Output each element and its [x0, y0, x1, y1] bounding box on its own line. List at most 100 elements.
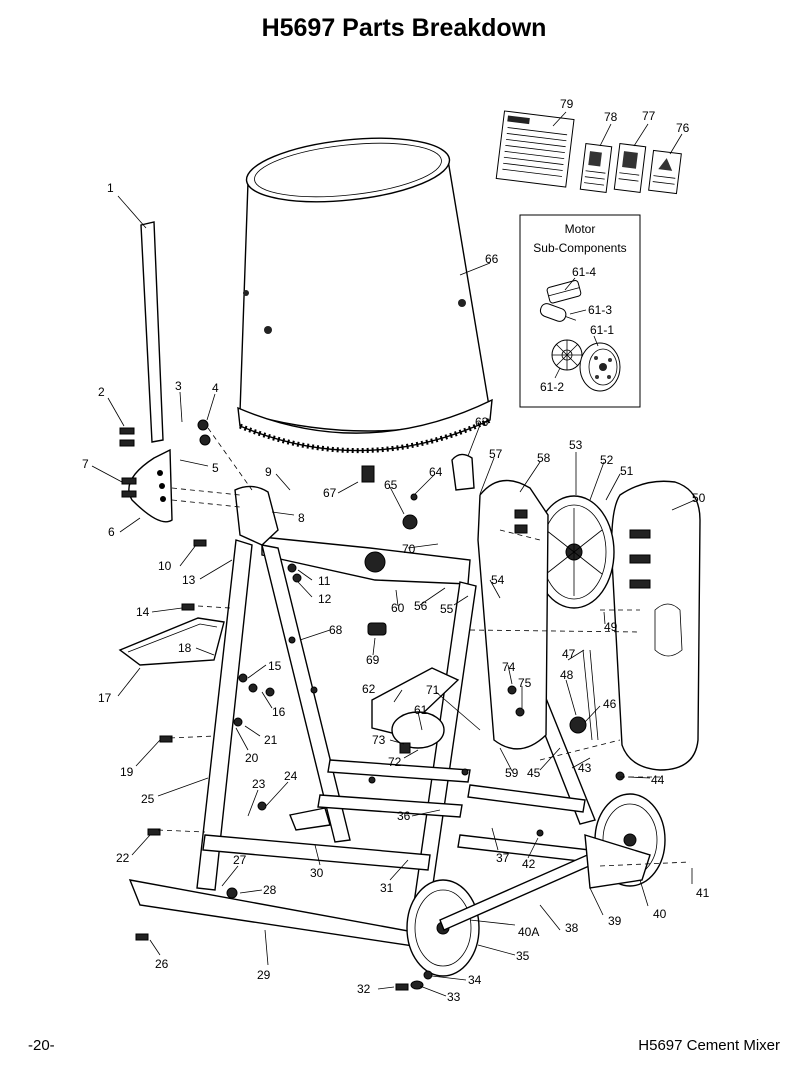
callout-15: 15: [268, 659, 282, 673]
callout-32: 32: [357, 982, 371, 996]
callout-33: 33: [447, 990, 461, 1004]
label-76-decal: [648, 149, 682, 195]
warning-labels: [495, 110, 683, 195]
callout-59: 59: [505, 766, 519, 780]
inset-label-61-1: 61-1: [590, 323, 614, 337]
callout-56: 56: [414, 599, 428, 613]
callout-14: 14: [136, 605, 150, 619]
callout-29: 29: [257, 968, 271, 982]
callout-38: 38: [565, 921, 579, 935]
callout-66: 66: [485, 252, 499, 266]
brush-61-4: [546, 280, 582, 304]
label-78-decal: [579, 143, 613, 193]
inset-heading-motor: Motor: [565, 222, 596, 236]
callout-30: 30: [310, 866, 324, 880]
callout-55: 55: [440, 602, 454, 616]
callout-numbers: 1 2 3 4 5 6 7 8 9 10 11 12 13 14 15 16 1…: [82, 97, 710, 1004]
callout-28: 28: [263, 883, 277, 897]
callout-69: 69: [366, 653, 380, 667]
callout-53: 53: [569, 438, 583, 452]
callout-54: 54: [491, 573, 505, 587]
callout-77: 77: [642, 109, 656, 123]
callout-11: 11: [318, 574, 331, 588]
inset-label-61-4: 61-4: [572, 265, 596, 279]
inset-heading-subcomponents: Sub-Components: [533, 241, 626, 255]
page-number: -20-: [28, 1037, 55, 1054]
callout-1: 1: [107, 181, 114, 195]
yoke-60: [261, 465, 471, 585]
callout-76: 76: [676, 121, 690, 135]
callout-50: 50: [692, 491, 706, 505]
pinion-parts: [367, 453, 475, 636]
callout-47: 47: [562, 647, 576, 661]
capacitor-61-3: [539, 303, 577, 322]
motor-61: [391, 649, 599, 754]
callout-78: 78: [604, 110, 618, 124]
drum-66: [237, 137, 493, 454]
callout-52: 52: [600, 453, 614, 467]
callout-40A: 40A: [518, 925, 539, 939]
callout-64: 64: [429, 465, 443, 479]
belt-58: [477, 479, 549, 750]
callout-40: 40: [653, 907, 667, 921]
callout-18: 18: [178, 641, 192, 655]
callout-2: 2: [98, 385, 105, 399]
callout-27: 27: [233, 853, 247, 867]
callout-61: 61: [414, 703, 428, 717]
callout-6: 6: [108, 525, 115, 539]
callout-8: 8: [298, 511, 305, 525]
callout-7: 7: [82, 457, 89, 471]
callout-42: 42: [522, 857, 536, 871]
callout-51: 51: [620, 464, 634, 478]
callout-9: 9: [265, 465, 272, 479]
callout-75: 75: [518, 676, 532, 690]
callout-62: 62: [362, 682, 376, 696]
flange-6: [128, 448, 173, 523]
callout-74: 74: [502, 660, 516, 674]
callout-20: 20: [245, 751, 259, 765]
callout-73: 73: [372, 733, 386, 747]
handle-1: [140, 221, 164, 443]
callout-37: 37: [496, 851, 510, 865]
label-79-decal: [495, 110, 575, 188]
bolts-2-7: [119, 419, 211, 498]
axle-38: [410, 834, 651, 990]
callout-23: 23: [252, 777, 266, 791]
callout-46: 46: [603, 697, 617, 711]
label-77-decal: [613, 143, 647, 193]
callout-22: 22: [116, 851, 130, 865]
callout-12: 12: [318, 592, 332, 606]
footer-model: H5697 Cement Mixer: [638, 1037, 780, 1054]
fan-61-2: [551, 339, 583, 371]
callout-24: 24: [284, 769, 298, 783]
callout-4: 4: [212, 381, 219, 395]
callout-10: 10: [158, 559, 172, 573]
page-title: H5697 Parts Breakdown: [261, 14, 547, 42]
callout-67: 67: [323, 486, 337, 500]
motor-inset: [519, 214, 641, 408]
callout-43: 43: [578, 761, 592, 775]
callout-72: 72: [388, 755, 402, 769]
assembly-lines: [157, 427, 691, 867]
callout-31: 31: [380, 881, 394, 895]
callout-65: 65: [384, 478, 398, 492]
callout-63: 63: [475, 415, 489, 429]
callout-68: 68: [329, 623, 343, 637]
callout-17: 17: [98, 691, 112, 705]
callout-58: 58: [537, 451, 551, 465]
callout-71: 71: [426, 683, 440, 697]
callout-44: 44: [651, 773, 665, 787]
callout-39: 39: [608, 914, 622, 928]
callout-19: 19: [120, 765, 134, 779]
leader-lines: [91, 195, 696, 997]
callout-36: 36: [397, 809, 411, 823]
callout-13: 13: [182, 573, 196, 587]
callout-25: 25: [141, 792, 155, 806]
callout-26: 26: [155, 957, 169, 971]
inset-label-61-2: 61-2: [540, 380, 564, 394]
callout-5: 5: [212, 461, 219, 475]
parts-diagram: 1 2 3 4 5 6 7 8 9 10 11 12 13 14 15 16 1…: [82, 97, 710, 1004]
endcap-61-1: [579, 342, 621, 392]
callout-16: 16: [272, 705, 286, 719]
callout-41: 41: [696, 886, 710, 900]
